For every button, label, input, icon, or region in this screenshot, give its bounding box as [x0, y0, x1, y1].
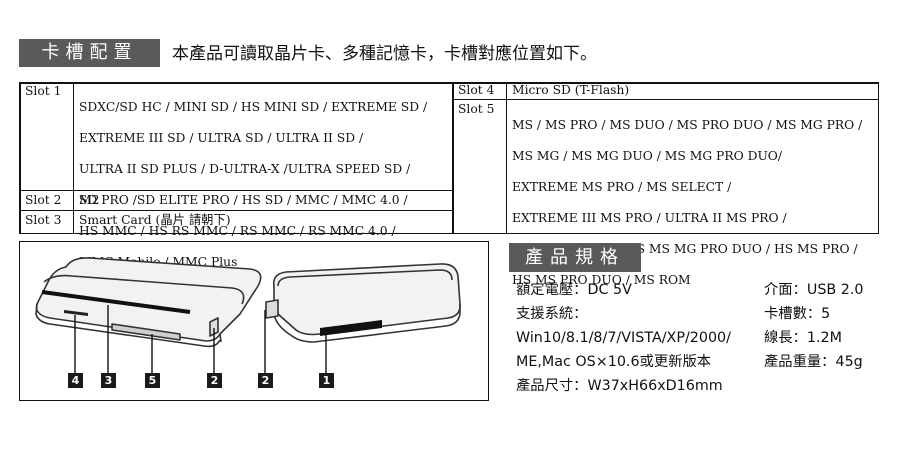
spec-weight: 產品重量：45g	[764, 354, 863, 370]
slot3-formats: Smart Card (晶片 請朝下)	[79, 213, 231, 227]
specs-title: 產品規格	[509, 243, 641, 272]
callout-badge: 2	[207, 373, 222, 388]
slot1-line: EXTREME III SD / ULTRA SD / ULTRA II SD …	[79, 130, 364, 145]
slot-table: Slot 1 SDXC/SD HC / MINI SD / HS MINI SD…	[19, 82, 879, 287]
slot1-line: SD PRO /SD ELITE PRO / HS SD / MMC / MMC…	[79, 192, 408, 207]
slot1-formats: SDXC/SD HC / MINI SD / HS MINI SD / EXTR…	[79, 84, 449, 286]
slot5-line: HS MS PRO DUO / MS ROM	[512, 272, 691, 287]
callout-badge: 4	[68, 373, 83, 388]
spec-os-line1: Win10/8.1/8/7/VISTA/XP/2000/	[516, 330, 731, 346]
slot4-formats: Micro SD (T-Flash)	[512, 83, 630, 97]
spec-os-line2: ME,Mac OS×10.6或更新版本	[516, 354, 712, 370]
callout-badge: 2	[258, 373, 273, 388]
slot5-line: EXTREME III MS PRO / ULTRA II MS PRO /	[512, 210, 787, 225]
section-description: 本產品可讀取晶片卡、多種記憶卡，卡槽對應位置如下。	[172, 44, 597, 64]
spec-slot-count: 卡槽數：5	[764, 306, 831, 322]
slot5-label: Slot 5	[458, 102, 495, 116]
slot2-label: Slot 2	[25, 193, 62, 207]
slot1-label: Slot 1	[25, 84, 62, 98]
card-reader-diagram: 4 3 5 2 2 1	[19, 241, 489, 401]
spec-cable: 線長：1.2M	[764, 330, 842, 346]
spec-interface: 介面：USB 2.0	[764, 282, 864, 298]
slot1-line: ULTRA II SD PLUS / D-ULTRA-X /ULTRA SPEE…	[79, 161, 411, 176]
callout-badge: 5	[145, 373, 160, 388]
slot5-line: EXTREME MS PRO / MS SELECT /	[512, 179, 732, 194]
slot2-formats: M2	[79, 193, 100, 207]
callout-badge: 3	[101, 373, 116, 388]
slot1-line: SDXC/SD HC / MINI SD / HS MINI SD / EXTR…	[79, 99, 428, 114]
slot5-line: MS MG / MS MG DUO / MS MG PRO DUO/	[512, 148, 783, 163]
slot5-line: MS / MS PRO / MS DUO / MS PRO DUO / MS M…	[512, 117, 863, 132]
slot1-line: HS MMC / HS RS MMC / RS MMC / RS MMC 4.0…	[79, 223, 396, 238]
card-reader-illustration	[35, 257, 461, 373]
spec-os-label: 支援系統：	[516, 306, 588, 322]
spec-size: 產品尺寸：W37xH66xD16mm	[516, 378, 723, 394]
slot3-label: Slot 3	[25, 213, 62, 227]
callout-badge: 1	[319, 373, 334, 388]
section-label: 卡槽配置	[19, 39, 160, 67]
slot4-label: Slot 4	[458, 83, 495, 97]
spec-voltage: 額定電壓：DC 5V	[516, 282, 632, 298]
slot5-formats: MS / MS PRO / MS DUO / MS PRO DUO / MS M…	[512, 102, 874, 304]
